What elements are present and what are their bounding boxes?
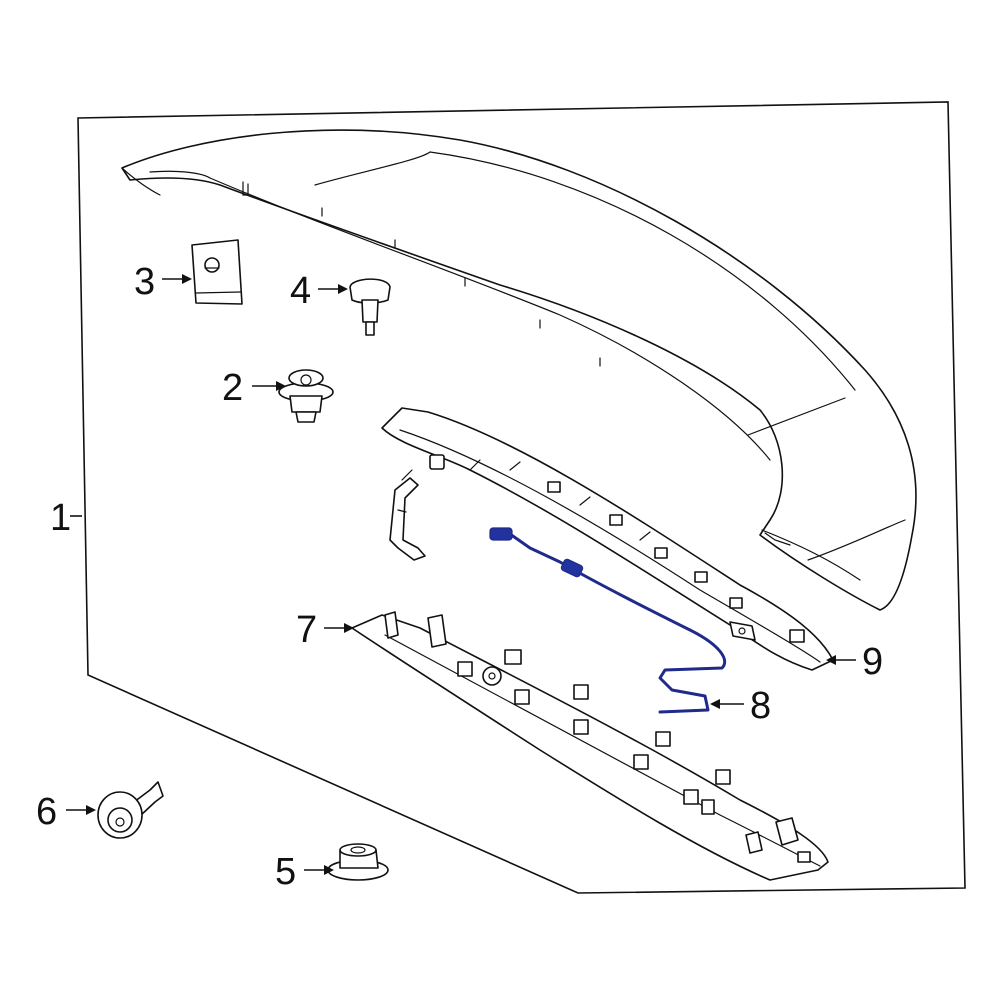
part-4-push-clip	[349, 278, 391, 336]
assembly-frame	[77, 101, 966, 894]
part-7-trim-strip	[351, 611, 829, 881]
callout-2: 2	[222, 367, 243, 409]
part-9-mounting-rail	[381, 407, 834, 671]
arrow-4	[338, 284, 348, 294]
callout-6: 6	[36, 791, 57, 833]
callout-4: 4	[290, 270, 311, 312]
part-8-wire-harness	[489, 527, 727, 714]
part-3-bracket	[191, 239, 243, 305]
part-5-nut	[327, 843, 389, 881]
arrow-7	[344, 623, 354, 633]
callout-5: 5	[275, 851, 296, 893]
arrow-8	[710, 699, 720, 709]
arrow-6	[86, 805, 96, 815]
callout-1: 1	[50, 497, 71, 539]
spoiler-body	[121, 129, 917, 611]
callout-3: 3	[134, 261, 155, 303]
callout-9: 9	[862, 641, 883, 683]
arrow-3	[182, 274, 192, 284]
callout-7: 7	[296, 609, 317, 651]
arrow-5	[324, 865, 334, 875]
part-6-screw	[97, 781, 164, 839]
callout-8: 8	[750, 685, 771, 727]
arrow-9	[826, 655, 836, 665]
wire-bracket	[389, 469, 426, 561]
arrow-2	[276, 381, 286, 391]
part-2-grommet	[278, 369, 334, 423]
